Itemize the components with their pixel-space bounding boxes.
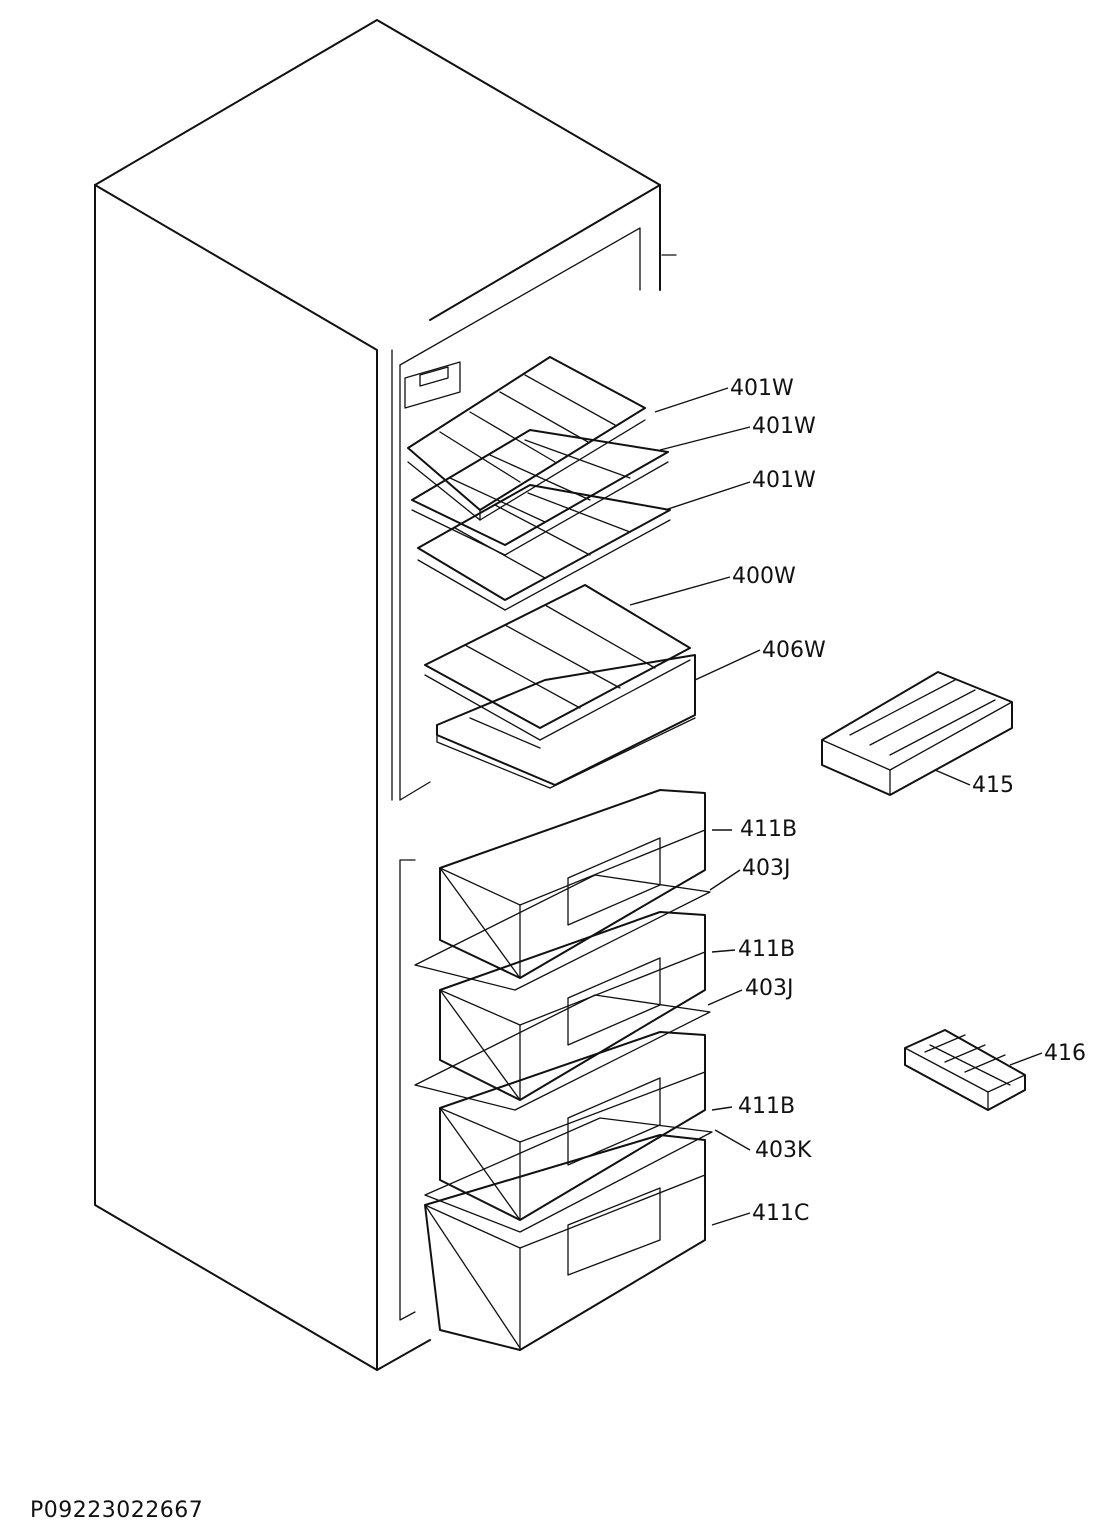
callout-401w-1: 401W [730,376,794,401]
drawer-411c [424,1134,706,1351]
callout-411b-1: 411B [740,817,798,842]
wire-shelf-1 [407,356,646,521]
drawer-411b-1 [439,789,706,979]
drawing-code: P09223022667 [30,1498,204,1523]
callout-401w-3: 401W [752,468,816,493]
ice-cube-tray-416 [904,1029,1026,1111]
callout-403j-1: 403J [742,856,791,881]
callout-411b-3: 411B [738,1094,796,1119]
callout-401w-2: 401W [752,414,816,439]
ice-tray-415 [821,671,1013,796]
wire-shelf-2 [411,429,669,556]
callout-415: 415 [972,773,1014,798]
drawer-411b-2 [439,911,706,1101]
refrigerator-cabinet [94,19,677,1371]
separator-403j-2 [414,994,711,1111]
drawer-406w [436,654,696,789]
callout-416: 416 [1044,1041,1086,1066]
shelf-400w [424,584,691,741]
wire-shelf-3 [417,484,671,611]
separator-403j-1 [414,874,711,991]
separator-403k [424,1117,713,1233]
callout-411b-2: 411B [738,937,796,962]
callout-403k: 403K [755,1138,812,1163]
callout-406w: 406W [762,638,826,663]
leader-lines [629,387,1043,1226]
callout-403j-2: 403J [745,976,794,1001]
callout-400w: 400W [732,564,796,589]
callout-411c: 411C [752,1201,810,1226]
drawer-411b-3 [439,1031,706,1221]
